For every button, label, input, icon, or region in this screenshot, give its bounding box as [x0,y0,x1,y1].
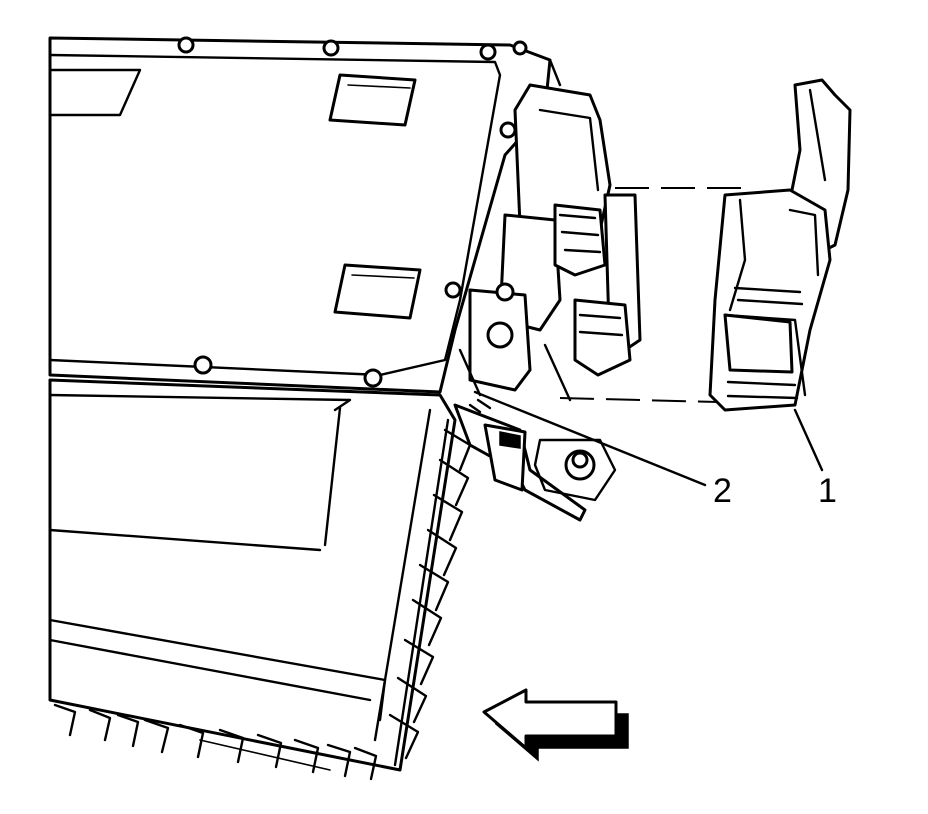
alignment-lines [559,187,745,403]
leader-line-2 [473,390,707,487]
leader-line-1 [793,408,824,472]
module-housing [458,83,642,402]
lid-bolts [177,36,528,388]
harness-connector [708,78,852,412]
lower-housing [48,378,472,781]
leader-lines [473,390,824,487]
arrow-left-icon [482,688,629,762]
callout-label-1: 1 [818,472,837,510]
callout-label-2: 2 [713,472,732,510]
ground-bracket [453,398,617,522]
upper-lid [48,36,562,394]
bottom-fins [53,703,378,781]
side-fins [388,428,472,760]
